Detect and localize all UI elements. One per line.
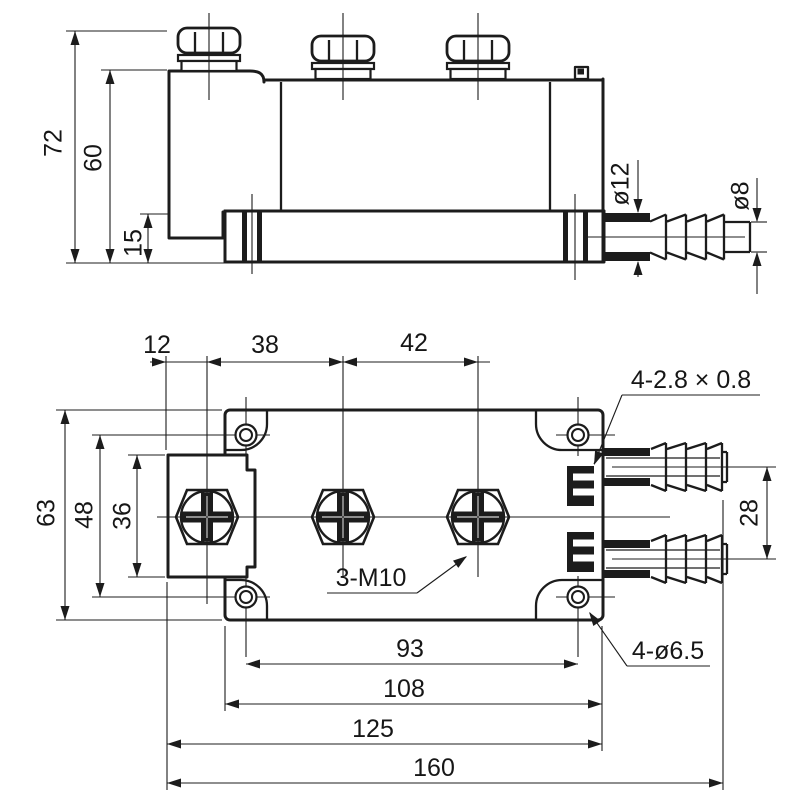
svg-text:15: 15: [120, 229, 148, 257]
dim-hose-pitch-28: 28: [736, 467, 772, 559]
dim-overall-160: 160: [167, 754, 723, 788]
module-body-outline: [167, 65, 606, 264]
dim-width-63: 63: [33, 410, 70, 620]
side-view-dimensions: 72 60 15 ø12: [40, 30, 767, 294]
dim-hose-tip-diameter: ø8: [727, 178, 767, 294]
svg-text:93: 93: [396, 635, 424, 663]
plan-centerlines: [157, 356, 670, 604]
svg-text:63: 63: [33, 499, 61, 527]
svg-text:125: 125: [352, 715, 394, 743]
svg-text:72: 72: [40, 129, 68, 157]
connector-tab-upper: [567, 466, 594, 506]
side-view: 72 60 15 ø12: [40, 13, 767, 294]
plan-top-dimensions: 12 38 42: [143, 329, 490, 450]
thermostat-tab: [573, 65, 590, 81]
svg-text:160: 160: [413, 754, 455, 782]
dim-pitch-42: 42: [400, 329, 428, 357]
svg-text:ø12: ø12: [607, 162, 635, 205]
mounting-hole-top-left: [92, 397, 270, 456]
mounting-hole-bottom-left: [92, 576, 270, 657]
mounting-hole-bottom-right: [556, 576, 615, 657]
left-terminal-block: [167, 69, 266, 240]
callout-mount-holes: 4-ø6.5: [589, 612, 710, 667]
svg-text:4-ø6.5: 4-ø6.5: [632, 637, 704, 665]
terminal-nut-2: [310, 13, 376, 100]
svg-text:4-2.8 × 0.8: 4-2.8 × 0.8: [631, 366, 751, 394]
cooling-plate: [223, 194, 606, 280]
dim-hole-span-93: 93: [246, 635, 578, 669]
hose-barb-upper: [604, 441, 776, 493]
dim-offset-12: 12: [143, 331, 171, 359]
terminal-nut-3: [445, 13, 511, 100]
dim-nipple-diameter: ø12: [607, 160, 643, 277]
svg-text:36: 36: [109, 502, 137, 530]
svg-text:60: 60: [80, 144, 108, 172]
callout-stud-thread: 3-M10: [327, 556, 467, 594]
corner-lugs: [226, 411, 602, 619]
svg-text:ø8: ø8: [727, 181, 755, 210]
dim-length-108: 108: [225, 675, 602, 709]
mounting-hole-top-right: [556, 397, 615, 456]
svg-text:28: 28: [736, 499, 764, 527]
plan-view: 12 38 42 63 48: [33, 329, 776, 790]
dim-pitch-38: 38: [251, 331, 279, 359]
dim-block-height: 60: [80, 70, 115, 263]
hose-barb-side: [588, 213, 752, 261]
dim-tab-36: 36: [109, 455, 142, 577]
svg-text:108: 108: [383, 675, 425, 703]
dim-hole-pitch-48: 48: [71, 435, 105, 597]
hose-barb-lower: [604, 533, 776, 585]
plan-left-dimensions: 63 48 36: [33, 409, 222, 621]
dim-length-125: 125: [167, 715, 602, 749]
plan-body-outline: [223, 408, 605, 622]
svg-text:3-M10: 3-M10: [336, 564, 407, 592]
connector-tab-lower: [567, 532, 594, 572]
callout-connector-tabs: 4-2.8 × 0.8: [593, 366, 760, 465]
dim-base-thickness: 15: [120, 214, 153, 263]
svg-text:48: 48: [71, 501, 99, 529]
terminal-nut-1: [176, 13, 242, 100]
plan-bottom-dimensions: 93 108 125 160: [166, 500, 724, 790]
dim-overall-height: 72: [40, 31, 80, 263]
